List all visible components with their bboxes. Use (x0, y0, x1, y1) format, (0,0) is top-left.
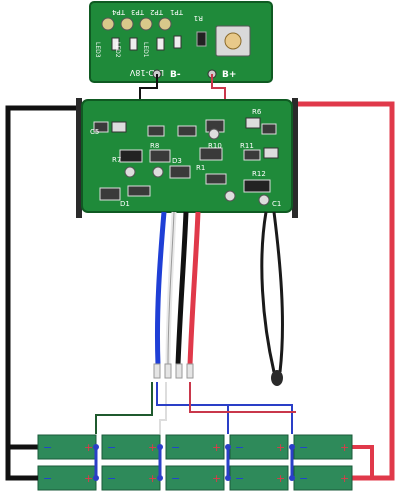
battery-cell: +− (165, 465, 225, 491)
cell-negative-sign: − (299, 472, 308, 485)
balance-tap-white (159, 382, 167, 434)
led-row: LED3 LED2 LED1 (94, 35, 182, 58)
link-node (225, 475, 231, 481)
cell-negative-sign: − (171, 472, 180, 485)
bms-board: R6 C5 R7 R8 D3 R1 R10 R11 R12 D1 C1 (76, 98, 298, 218)
neg-terminal-label: B- (170, 70, 181, 80)
bms-label-c1: C1 (272, 200, 281, 208)
link-node (225, 444, 231, 450)
battery-cell: +− (293, 465, 353, 491)
cell-positive-sign: + (340, 441, 349, 454)
tp-label-2: TP2 (150, 8, 164, 16)
battery-cell: +− (101, 465, 161, 491)
battery-cell: +− (229, 434, 289, 460)
resistor-r1 (196, 31, 207, 47)
cell-positive-sign: + (84, 472, 93, 485)
bms-label-r8: R8 (150, 142, 159, 150)
tp-label-3: TP3 (131, 8, 145, 16)
cell-positive-sign: + (212, 441, 221, 454)
link-node (93, 475, 99, 481)
balance-tap-green (95, 382, 153, 434)
link-node (93, 444, 99, 450)
balance-lead-bundle (154, 211, 201, 366)
cell-negative-sign: − (107, 441, 116, 454)
led-indicator-board: TP1 TP2 TP3 TP4 LED3 LED2 LED1 R1 LED-18… (89, 1, 273, 83)
led-label-3: LED3 (94, 42, 101, 58)
balance-connector-pins (153, 363, 194, 379)
battery-cell: +− (101, 434, 161, 460)
resistor-label: R1 (194, 14, 203, 22)
balance-tap-red (189, 382, 296, 413)
cell-row-bottom: +−+−+−+−+− (37, 465, 353, 491)
push-button (215, 25, 251, 57)
cell-negative-sign: − (43, 441, 52, 454)
bms-label-r12: R12 (252, 170, 266, 178)
led-label-2: LED2 (114, 42, 121, 58)
cell-negative-sign: − (171, 441, 180, 454)
led-board-label: LED-18V (129, 68, 164, 77)
battery-cell: +− (37, 434, 97, 460)
cell-negative-sign: − (43, 472, 52, 485)
bms-label-d1: D1 (120, 200, 130, 208)
cell-negative-sign: − (235, 441, 244, 454)
battery-cell: +− (293, 434, 353, 460)
cell-negative-sign: − (235, 472, 244, 485)
bms-label-r1: R1 (196, 164, 205, 172)
bms-label-r10: R10 (208, 142, 222, 150)
thermistor (260, 211, 284, 386)
battery-cell: +− (37, 465, 97, 491)
tp-label-4: TP4 (112, 8, 126, 16)
cell-positive-sign: + (340, 472, 349, 485)
main-positive-wire (292, 101, 395, 481)
battery-cell: +− (165, 434, 225, 460)
cell-positive-sign: + (276, 441, 285, 454)
cell-negative-sign: − (299, 441, 308, 454)
test-points: TP1 TP2 TP3 TP4 (101, 8, 184, 31)
balance-tap-blue (156, 382, 229, 434)
tp-label-1: TP1 (170, 8, 184, 16)
link-node (157, 444, 163, 450)
cell-row-top: +−+−+−+−+− (37, 434, 353, 460)
bms-label-d3: D3 (172, 157, 182, 165)
pos-terminal-label: B+ (222, 70, 236, 80)
cell-series-links (5, 444, 295, 481)
balance-tap-blue-2 (228, 404, 293, 434)
cell-positive-sign: + (276, 472, 285, 485)
cell-negative-sign: − (107, 472, 116, 485)
link-node (157, 475, 163, 481)
bms-label-r7: R7 (112, 156, 121, 164)
bms-label-c5: C5 (90, 128, 99, 136)
cell-positive-sign: + (148, 441, 157, 454)
cell-positive-sign: + (148, 472, 157, 485)
pack-negative-jumper (5, 447, 38, 481)
main-negative-wire (5, 105, 82, 450)
link-node (289, 475, 295, 481)
bms-label-r11: R11 (240, 142, 254, 150)
pack-positive-jumper (352, 445, 374, 478)
bms-label-r6: R6 (252, 108, 262, 116)
led-label-1: LED1 (142, 42, 149, 58)
cell-positive-sign: + (84, 441, 93, 454)
cell-positive-sign: + (212, 472, 221, 485)
battery-cell: +− (229, 465, 289, 491)
link-node (289, 444, 295, 450)
